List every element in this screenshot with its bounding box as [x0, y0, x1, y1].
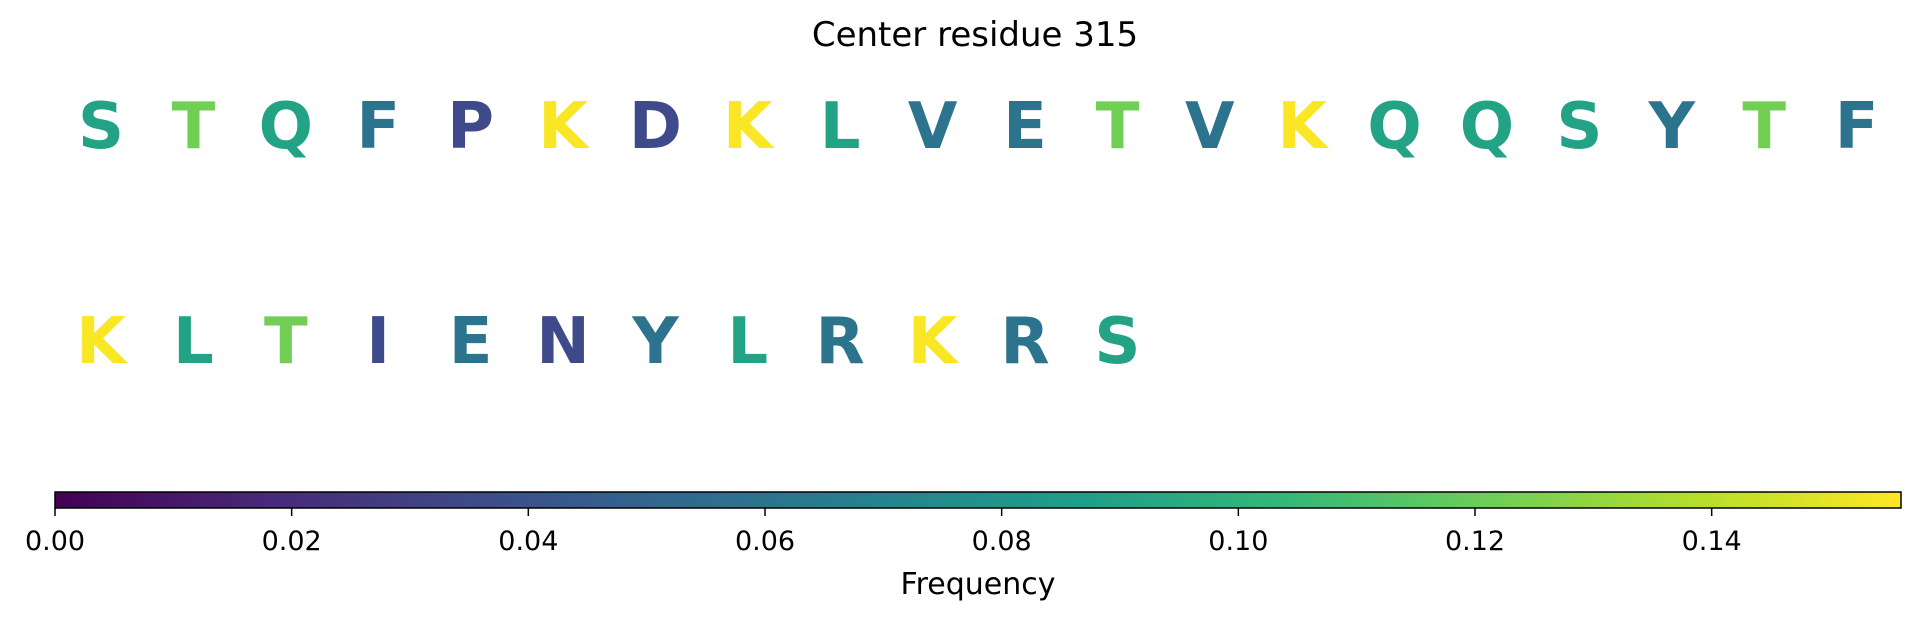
colorbar-frame: [54, 491, 1902, 509]
residue-letter: Y: [631, 305, 679, 379]
colorbar-gradient: [55, 492, 1901, 508]
residue-letter: E: [449, 305, 493, 379]
residue-letter: F: [356, 90, 400, 164]
residue-letter: Y: [1648, 90, 1696, 164]
residue-letter: K: [538, 90, 590, 164]
residue-letter: L: [173, 305, 214, 379]
colorbar-tick-label: 0.08: [972, 526, 1032, 557]
residue-letter: T: [1742, 90, 1786, 164]
residue-letter: F: [1835, 90, 1879, 164]
colorbar-tick-label: 0.00: [25, 526, 85, 557]
residue-letter: Q: [1367, 90, 1421, 164]
residue-letter: S: [1094, 305, 1140, 379]
colorbar-label: Frequency: [901, 567, 1056, 602]
colorbar-tick-label: 0.04: [498, 526, 558, 557]
residue-letter: V: [1185, 90, 1235, 164]
residue-letter: R: [1000, 305, 1049, 379]
residue-letter: S: [1556, 90, 1602, 164]
colorbar-tick-label: 0.10: [1208, 526, 1268, 557]
residue-letter: K: [1277, 90, 1329, 164]
colorbar-tick-label: 0.12: [1445, 526, 1505, 557]
colorbar-ticks: 0.00 0.02 0.04 0.06 0.08 0.10 0.12 0.14: [25, 508, 1742, 557]
residue-letter: P: [447, 90, 494, 164]
chart-title: Center residue 315: [812, 15, 1138, 55]
residue-letter: T: [1096, 90, 1140, 164]
colorbar-tick-label: 0.02: [262, 526, 322, 557]
residue-letter: I: [366, 305, 390, 379]
residue-letter: K: [723, 90, 775, 164]
residue-letter: R: [816, 305, 865, 379]
residue-letter: T: [264, 305, 308, 379]
residue-letter: L: [820, 90, 861, 164]
residue-letter: T: [172, 90, 216, 164]
residue-letter: K: [908, 305, 960, 379]
residue-letter: S: [78, 90, 124, 164]
residue-letter: L: [727, 305, 768, 379]
residue-letter: K: [76, 305, 128, 379]
residue-letter: D: [629, 90, 682, 164]
residue-letter: V: [908, 90, 958, 164]
residue-letter: Q: [1460, 90, 1514, 164]
colorbar: 0.00 0.02 0.04 0.06 0.08 0.10 0.12 0.14 Frequen…: [25, 491, 1902, 602]
colorbar-tick-label: 0.14: [1682, 526, 1742, 557]
colorbar-tick-label: 0.06: [735, 526, 795, 557]
residue-letter: E: [1003, 90, 1047, 164]
residue-letter: Q: [259, 90, 313, 164]
residue-letter: N: [536, 305, 590, 379]
